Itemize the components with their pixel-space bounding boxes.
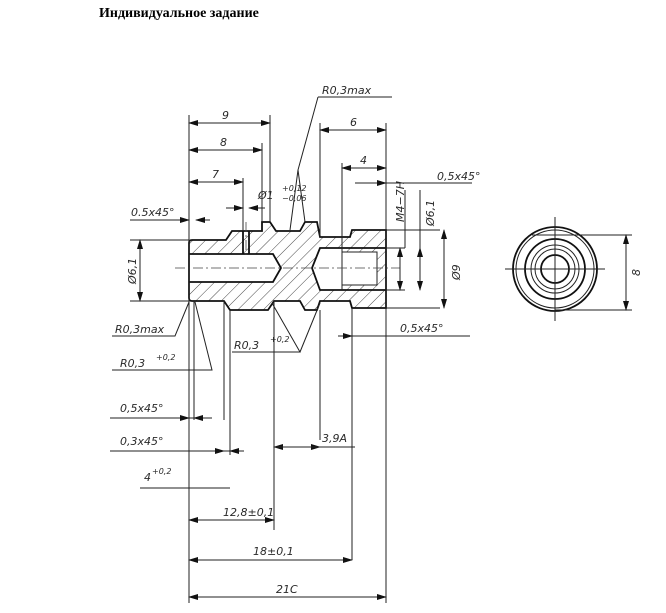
dim-phi9: Ø9: [450, 264, 463, 281]
dim-4: 4: [360, 154, 367, 167]
dim-phi1: Ø1: [257, 189, 274, 202]
dim-r03max-top: R0,3max: [322, 84, 372, 97]
dim-phi61-right: Ø6,1: [424, 200, 437, 227]
dim-phi1-upper: +0,12: [282, 184, 307, 193]
dim-6: 6: [350, 116, 357, 129]
cross-hole: [242, 231, 250, 254]
dim-chamfer-right: 0,5x45°: [400, 322, 444, 335]
dim-r03max-left: R0,3max: [115, 323, 165, 336]
dim-18: 18±0,1: [253, 545, 294, 558]
dimension-labels: 9 8 7 6 4 R0,3max Ø1 +0,12 −0,06 0,5x45°…: [115, 84, 481, 596]
dim-chamfer-top-right: 0,5x45°: [437, 170, 481, 183]
dim-r03-mid: R0,3: [234, 339, 259, 352]
dim-groove-4: 4: [144, 471, 151, 484]
dim-8: 8: [220, 136, 227, 149]
extension-lines: [130, 115, 440, 603]
dim-chamfer-05: 0,5x45°: [120, 402, 164, 415]
dim-9: 9: [222, 109, 229, 122]
dim-21c: 21C: [276, 583, 298, 596]
dim-phi61-left: Ø6,1: [126, 258, 139, 285]
dim-thread: M4−7H: [394, 181, 407, 222]
dim-3-9a: 3,9A: [322, 432, 347, 445]
thread-minor-line: [341, 248, 378, 290]
end-view: 8: [505, 217, 643, 321]
dim-7: 7: [212, 168, 219, 181]
dim-chamfer-03: 0,3x45°: [120, 435, 164, 448]
dim-chamfer-left-top: 0.5x45°: [131, 206, 175, 219]
dimension-lines: [110, 96, 472, 600]
dim-r03-left: R0,3: [120, 357, 145, 370]
part-section-view: [175, 221, 400, 311]
document-title: Индивидуальное задание: [99, 6, 259, 21]
dim-12-8: 12,8±0,1: [223, 506, 274, 519]
end-view-dim-8: 8: [630, 269, 643, 276]
threaded-bore: [311, 247, 386, 291]
dim-r03-mid-tol: +0,2: [270, 335, 289, 344]
dim-phi1-lower: −0,06: [282, 194, 307, 203]
dim-groove-4-tol: +0,2: [152, 467, 171, 476]
dim-r03-left-tol: +0,2: [156, 353, 175, 362]
section-hatching: [189, 222, 386, 310]
left-bore: [189, 253, 283, 283]
